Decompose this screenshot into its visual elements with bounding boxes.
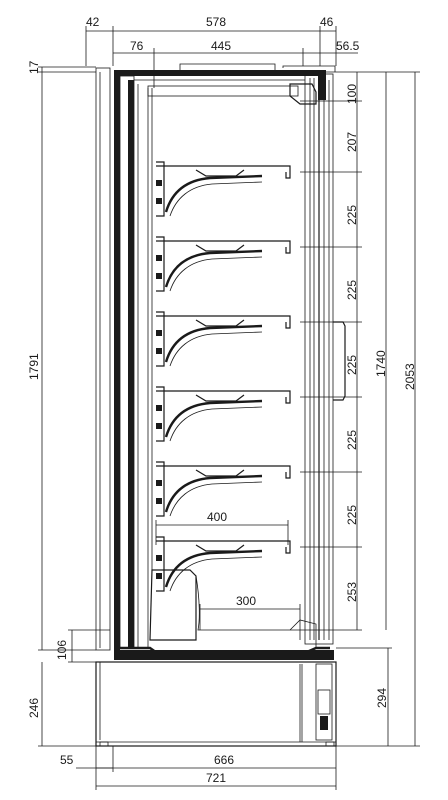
dim-top-42: 42 [86,15,100,29]
shelf-3 [156,311,291,367]
dim-right-225-2: 225 [345,280,359,300]
front-door-frame [304,73,334,645]
dim-top-578: 578 [206,15,226,29]
dim-right-225-5: 225 [345,505,359,525]
dim-left-106: 106 [55,640,69,660]
shelf-4 [156,386,291,442]
dim-right-225-3: 225 [345,355,359,375]
dim-right-100: 100 [345,84,359,104]
dim-top-56-5: 56.5 [336,39,360,53]
dim-bottom-666: 666 [214,753,234,767]
dim-right-253: 253 [345,582,359,602]
shelves-group [156,161,291,592]
dim-top-46: 46 [320,15,334,29]
shelf-6 [156,536,291,592]
dim-bottom-55: 55 [60,753,74,767]
top-wall [114,70,324,76]
top-front-evaporator [289,83,317,105]
dim-left-1791: 1791 [27,353,41,380]
dim-bottom-721: 721 [206,771,226,785]
top-light-canopy [147,85,299,97]
dim-right-1740: 1740 [374,350,388,377]
back-wall-insulation [114,72,120,652]
dim-left-17: 17 [27,60,41,74]
dim-inner-300: 300 [236,594,256,608]
dim-left-246: 246 [27,698,41,718]
dim-top-445: 445 [211,39,231,53]
dim-right-225-4: 225 [345,430,359,450]
shelf-5 [156,461,291,517]
dim-right-207: 207 [345,132,359,152]
door-handle [333,321,346,401]
shelf-1 [156,161,291,217]
shelf-2 [156,236,291,292]
base-machine-compartment [95,661,337,747]
back-outer-panel [95,67,111,651]
base-insulation [114,650,334,660]
dimension-lines [38,26,420,790]
dim-right-294: 294 [375,688,389,708]
lower-tray-back [149,569,197,641]
inner-back-duct [128,80,134,648]
dimension-labels: 42 578 46 76 445 56.5 17 1791 106 246 10… [27,15,417,785]
compressor-part [317,689,331,715]
dim-inner-400: 400 [207,510,227,524]
dim-top-76: 76 [130,39,144,53]
dim-right-225-1: 225 [345,205,359,225]
dim-right-2053: 2053 [403,363,417,390]
